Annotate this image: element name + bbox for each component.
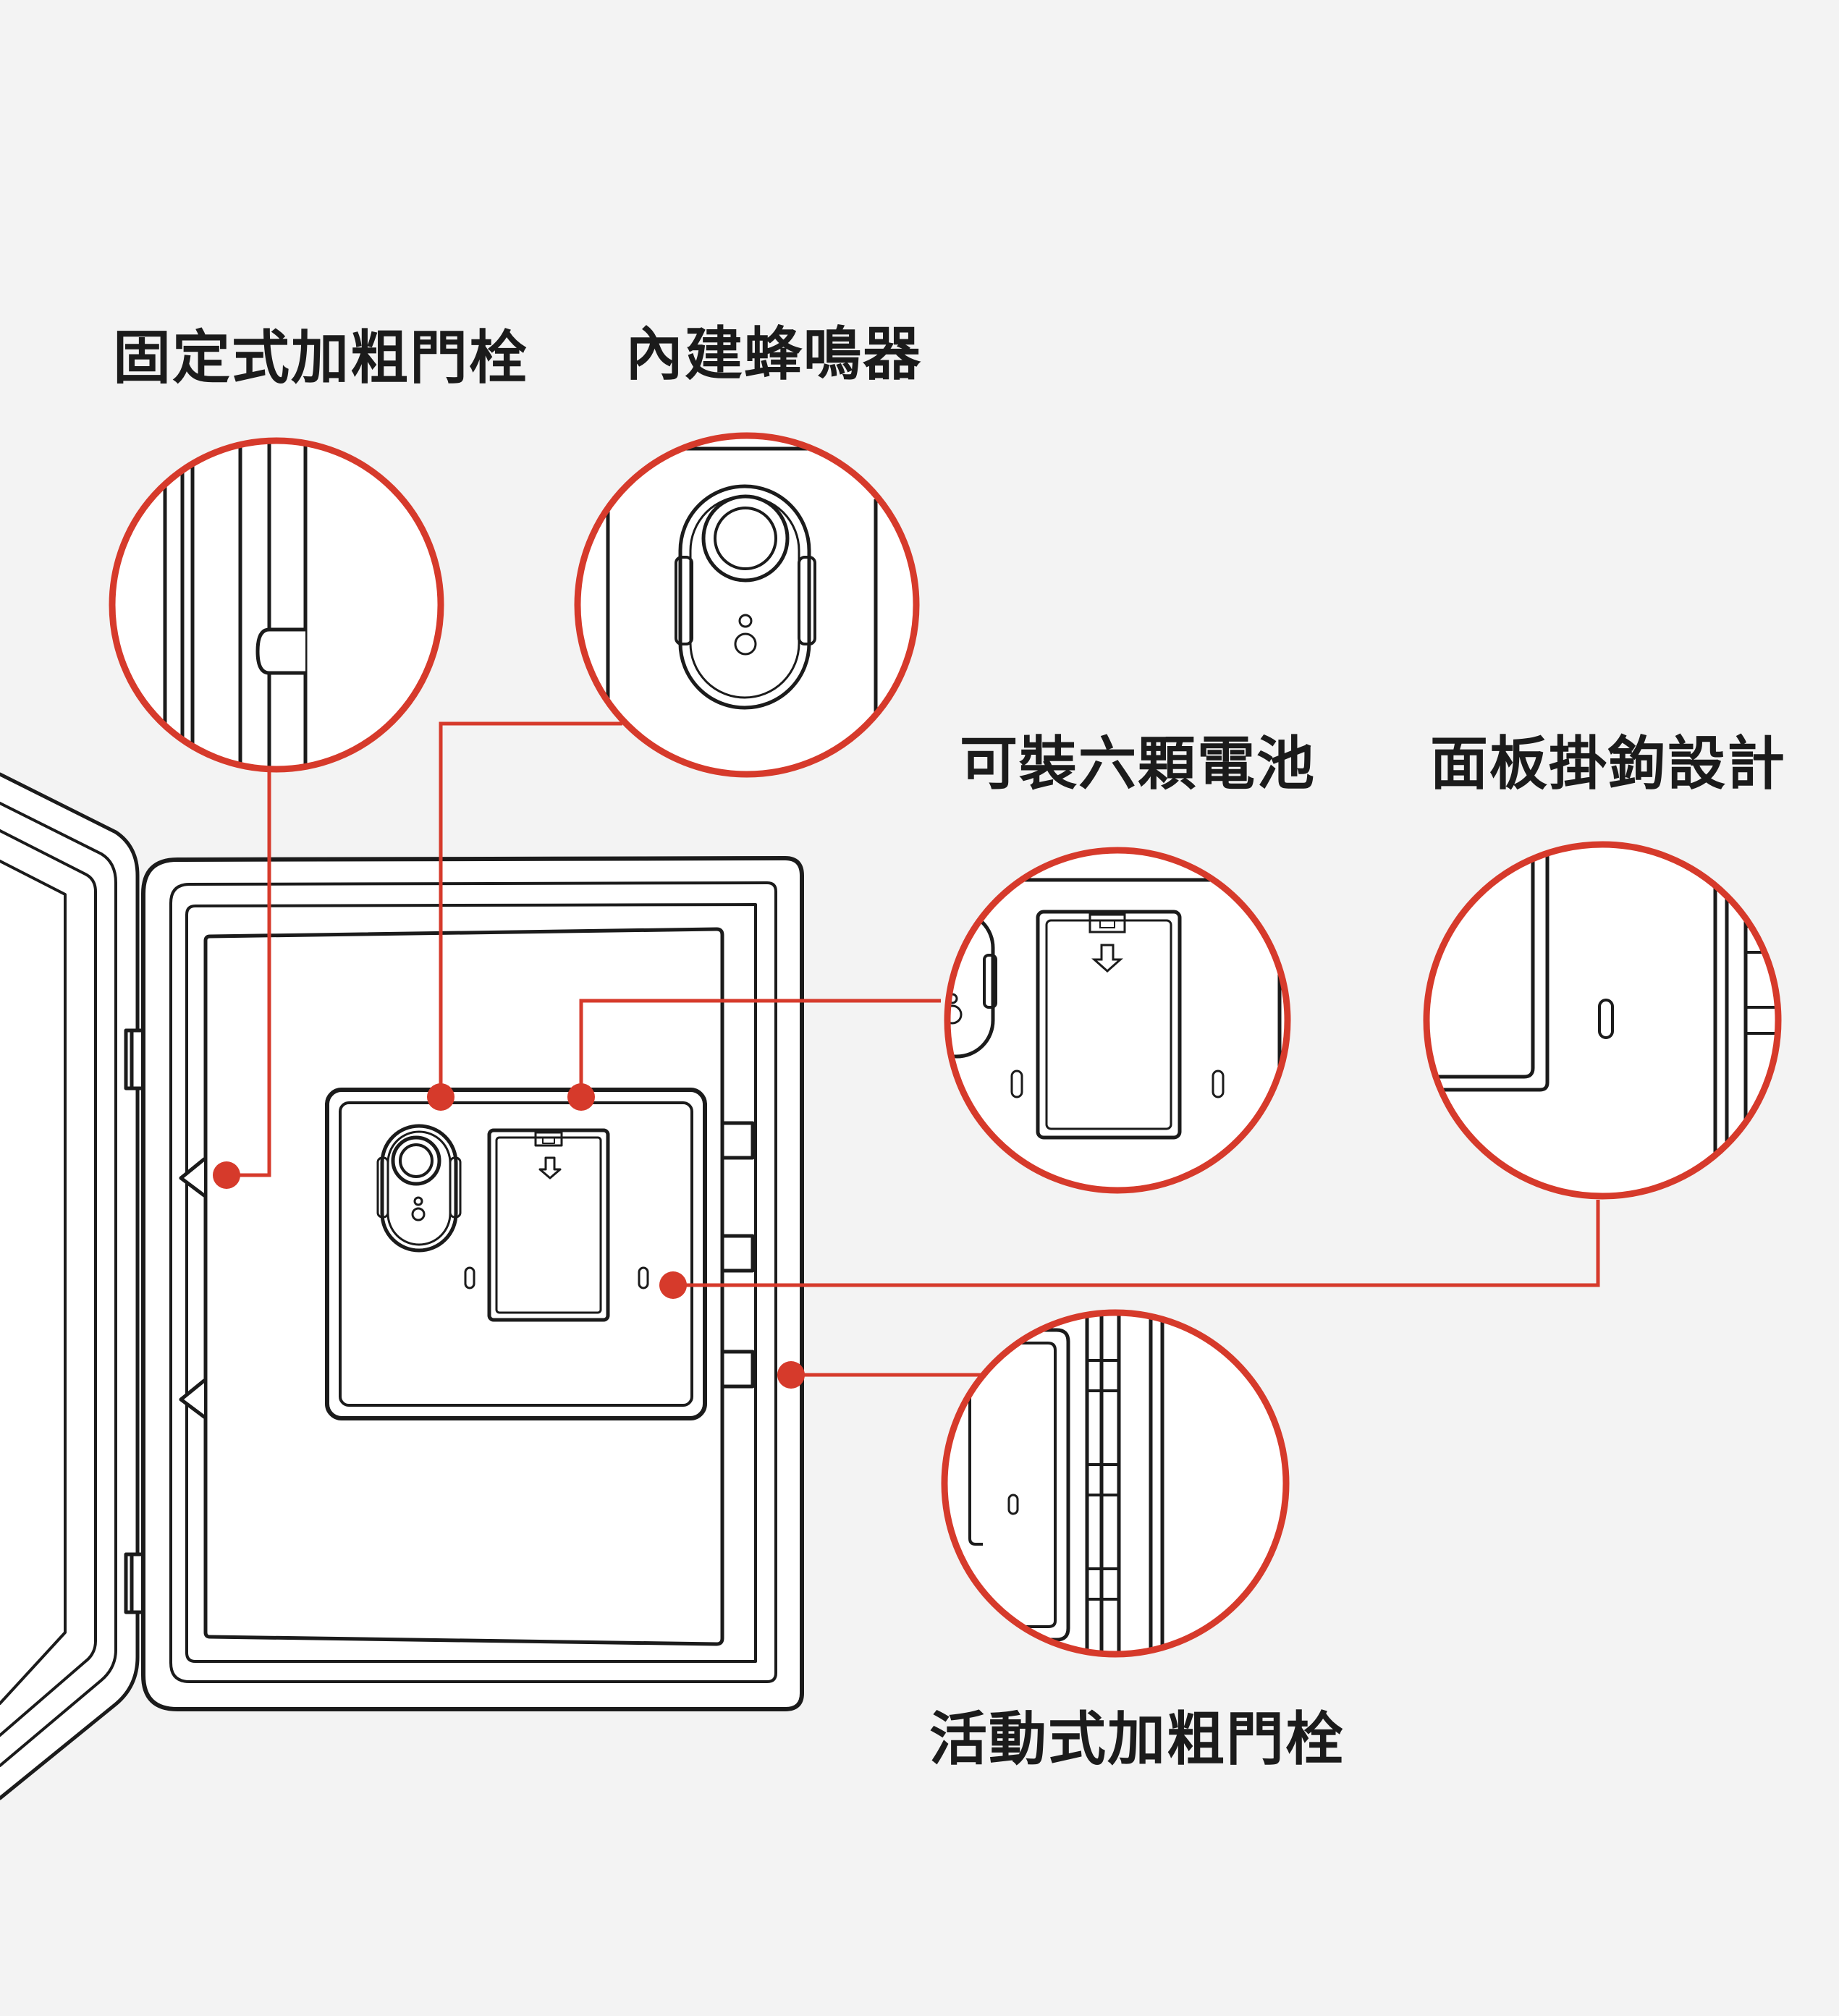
zoom-buzzer	[574, 432, 920, 778]
zoom-battery	[944, 847, 1291, 1194]
dot-buzzer	[427, 1083, 455, 1111]
dot-movable-bolt	[777, 1361, 805, 1389]
callout-dots	[213, 1083, 805, 1389]
label-buzzer: 內建蜂鳴器	[625, 321, 922, 388]
dot-fixed-bolt	[213, 1161, 240, 1189]
buzzer-small	[376, 1124, 462, 1253]
leader-battery	[579, 999, 941, 1097]
dot-hook	[659, 1271, 687, 1299]
zoom-hook	[1423, 841, 1782, 1200]
safe-illustration	[0, 772, 804, 1800]
open-door-panel	[0, 772, 140, 1800]
dot-battery	[567, 1083, 595, 1111]
leader-hook	[673, 1200, 1600, 1287]
zoom-fixed-bolt	[109, 437, 444, 773]
battery-cover-small	[487, 1128, 610, 1322]
label-battery: 可裝六顆電池	[960, 730, 1316, 797]
zoom-movable-bolt	[941, 1309, 1290, 1658]
leader-buzzer	[439, 721, 622, 1097]
control-panel	[325, 1088, 707, 1420]
leader-fixed-bolt	[227, 767, 271, 1177]
label-fixed-bolt: 固定式加粗門栓	[113, 324, 528, 391]
label-hook: 面板掛鉤設計	[1430, 730, 1786, 797]
callout-leaders	[227, 721, 1600, 1377]
label-movable-bolt: 活動式加粗門栓	[929, 1706, 1345, 1773]
